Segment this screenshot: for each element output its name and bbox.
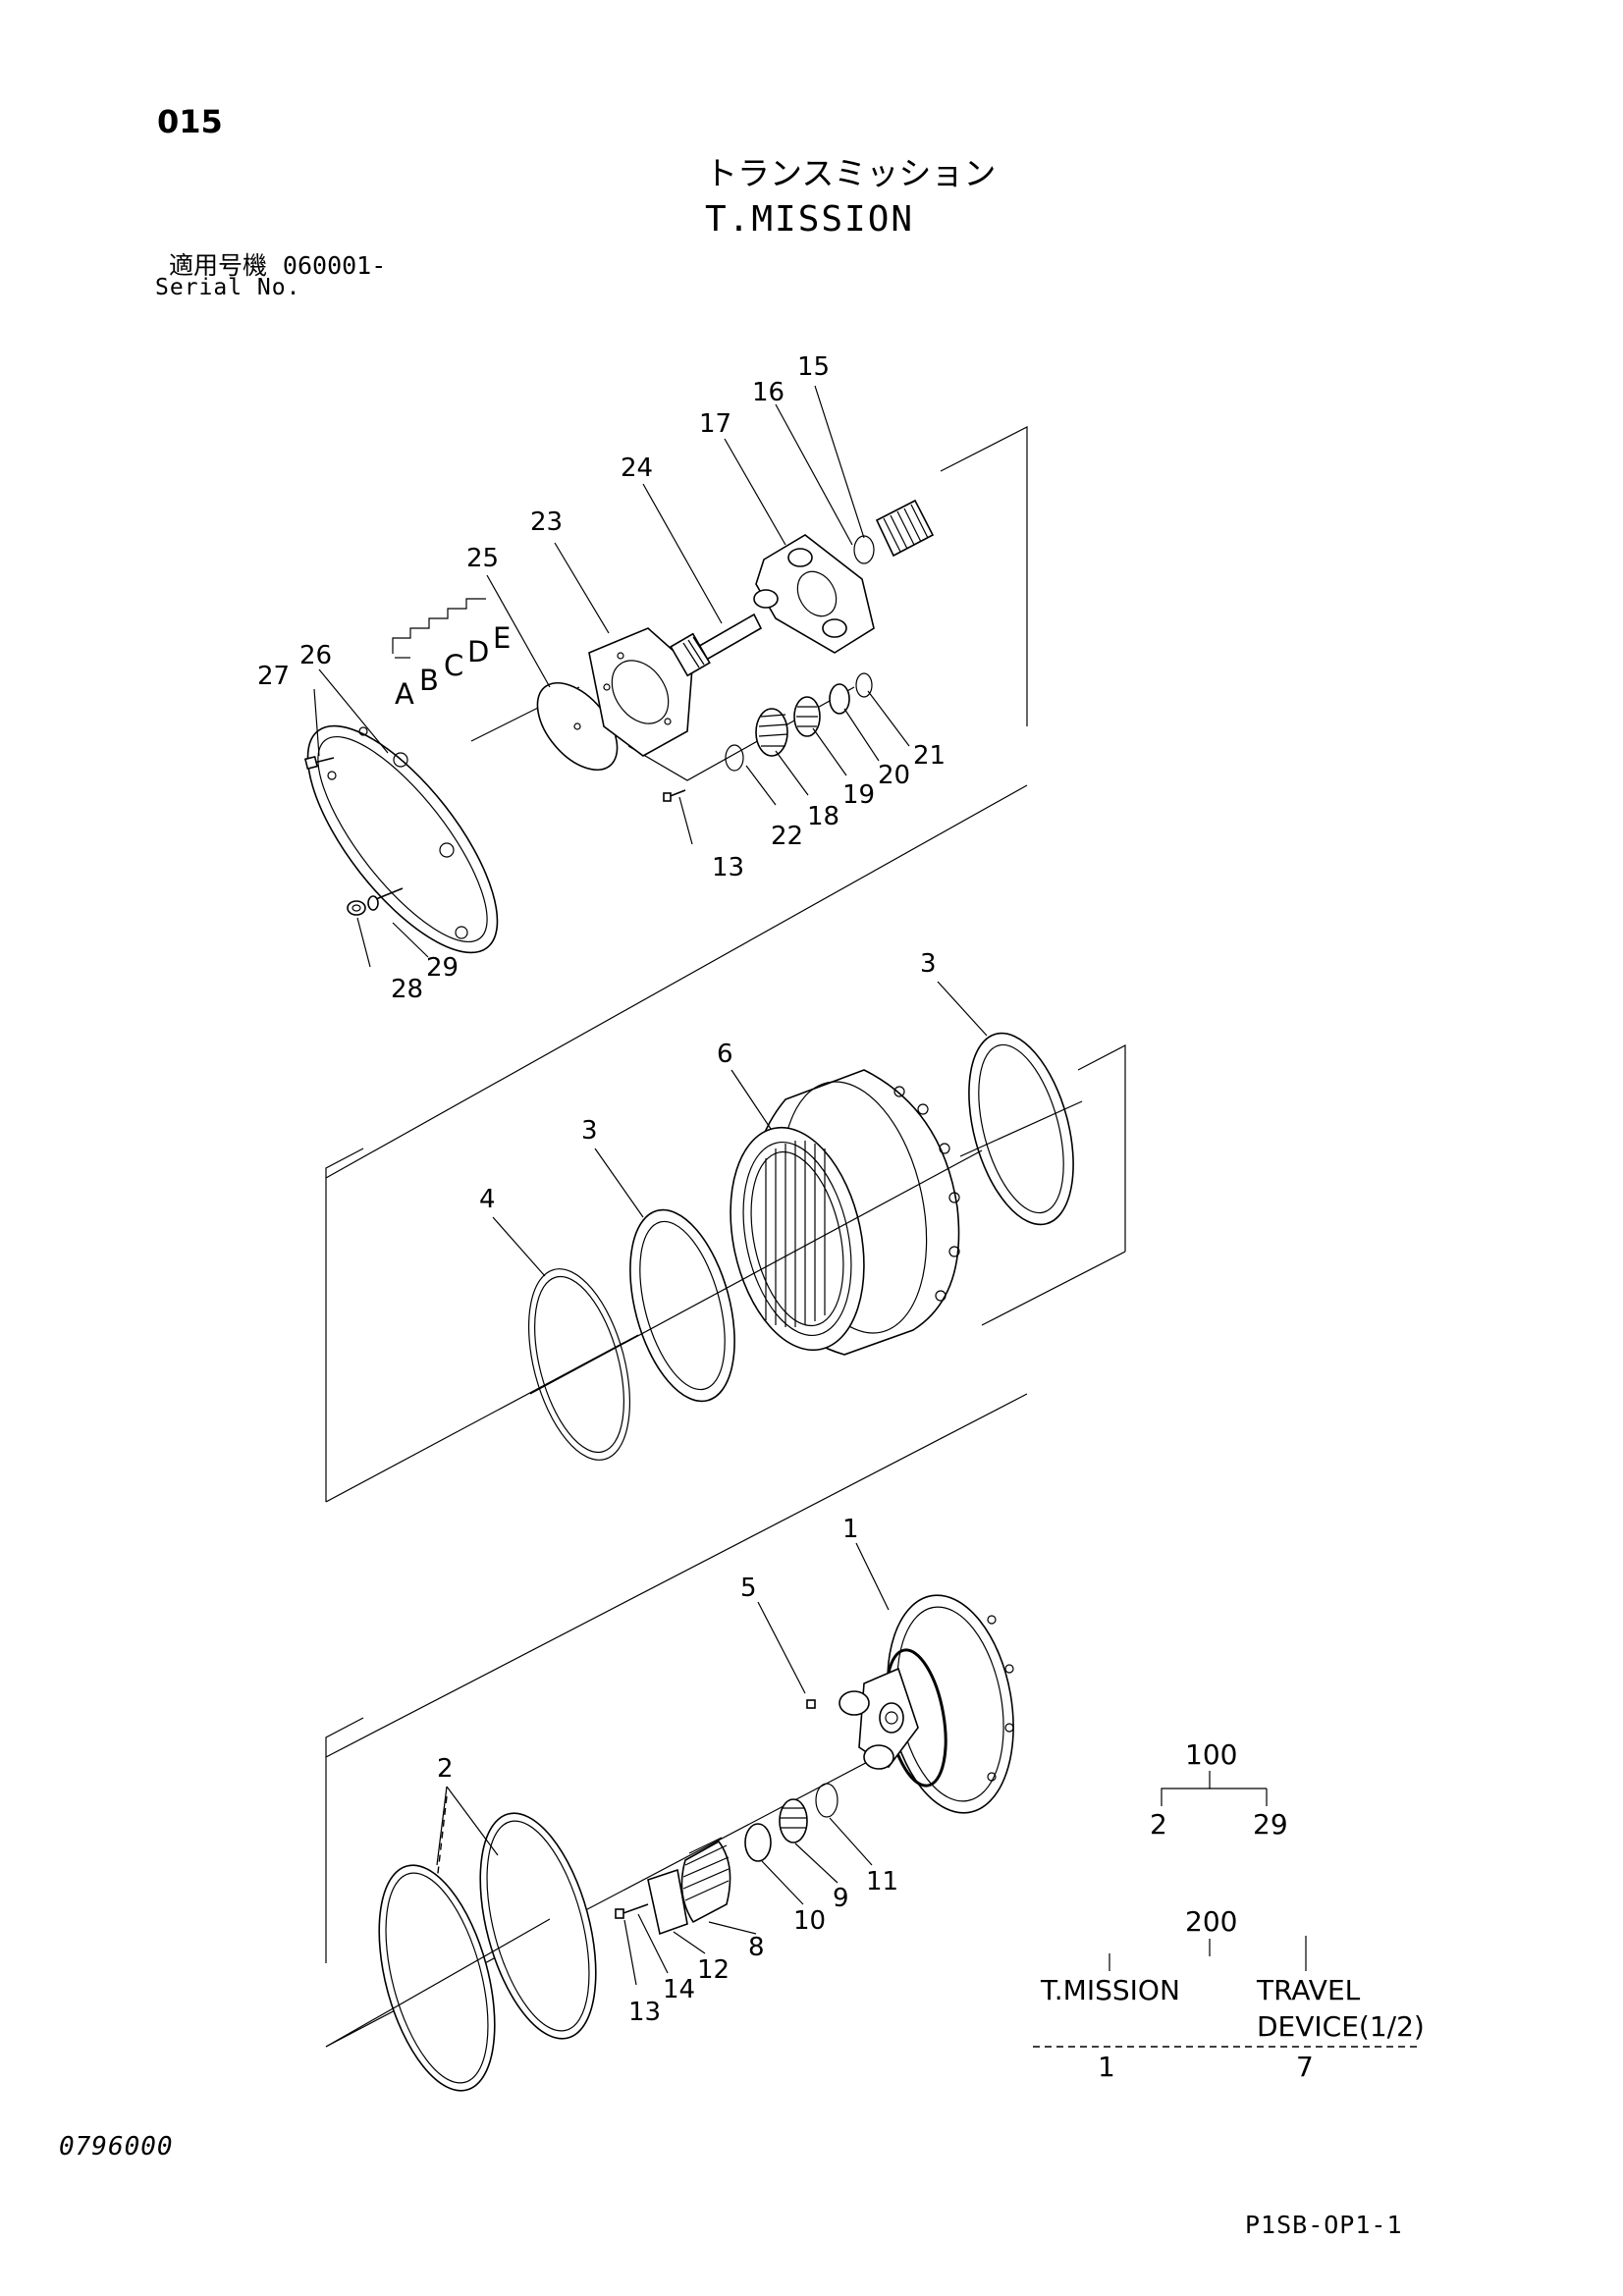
part-15-drive-gear bbox=[875, 499, 935, 558]
callout-14: 14 bbox=[663, 1975, 695, 2004]
callout-5: 5 bbox=[740, 1574, 757, 1603]
group-200-qty-right: 7 bbox=[1296, 2051, 1314, 2083]
part-1-spindle-hub bbox=[839, 1594, 1014, 1814]
title-japanese: トランスミッション bbox=[705, 154, 997, 192]
title-english: T.MISSION bbox=[705, 199, 915, 240]
callout-E: E bbox=[493, 621, 511, 655]
group-100-from: 2 bbox=[1150, 1808, 1167, 1841]
callout-D: D bbox=[467, 635, 489, 668]
callout-3-left: 3 bbox=[581, 1116, 598, 1146]
callout-13-top: 13 bbox=[712, 853, 744, 882]
part-28-29-washers bbox=[347, 887, 404, 916]
callout-17: 17 bbox=[699, 409, 731, 439]
middle-group-drawing: 3 6 3 4 bbox=[325, 949, 1126, 1758]
callout-C: C bbox=[444, 649, 463, 682]
part-27-bolt bbox=[303, 755, 335, 771]
part-4-snap-ring bbox=[527, 1268, 631, 1461]
part-23-carrier-plate bbox=[588, 627, 693, 757]
serial-label-jp: 適用号機 bbox=[169, 251, 268, 280]
part-24-sun-shaft bbox=[670, 613, 763, 677]
callout-29: 29 bbox=[426, 953, 459, 983]
part-11-thrust-ring bbox=[815, 1783, 839, 1818]
callout-16: 16 bbox=[752, 378, 784, 407]
callout-27: 27 bbox=[257, 662, 290, 691]
callout-20: 20 bbox=[878, 761, 910, 790]
group-200-name-right-line1: TRAVEL bbox=[1256, 1974, 1361, 2006]
callout-28: 28 bbox=[391, 975, 423, 1004]
callout-4: 4 bbox=[479, 1185, 496, 1214]
callout-2: 2 bbox=[437, 1754, 454, 1784]
top-group-drawing: 15 16 17 24 23 25 26 27 A B C D E 13 22 … bbox=[257, 352, 1028, 1179]
callout-B: B bbox=[419, 664, 439, 697]
part-13-screw-top bbox=[663, 789, 686, 802]
part-12-thrust-plate bbox=[647, 1868, 688, 1936]
part-3-bearing-right bbox=[959, 1032, 1083, 1226]
callout-11: 11 bbox=[866, 1867, 898, 1896]
callout-3-right: 3 bbox=[920, 949, 937, 979]
callout-13-bottom: 13 bbox=[628, 1998, 661, 2027]
callout-19: 19 bbox=[842, 780, 875, 810]
part-8-planet-gear bbox=[680, 1837, 731, 1924]
group-100-label: 100 bbox=[1185, 1738, 1237, 1771]
part-5-plug bbox=[806, 1699, 816, 1709]
part-2-floating-seals bbox=[378, 1812, 597, 2092]
document-number: 0796000 bbox=[59, 2132, 174, 2162]
serial-label-english: Serial No. bbox=[155, 275, 301, 300]
callout-A: A bbox=[395, 677, 414, 711]
part-17-planet-carrier bbox=[753, 534, 875, 654]
callout-23: 23 bbox=[530, 507, 563, 537]
page-number: 015 bbox=[157, 103, 223, 140]
assembly-relation-table: 100 2 29 200 T.MISSION TRAVEL DEVICE(1/2… bbox=[1033, 1738, 1425, 2083]
group-200-qty-left: 1 bbox=[1098, 2051, 1115, 2083]
callout-25: 25 bbox=[466, 544, 499, 573]
callout-10: 10 bbox=[793, 1906, 826, 1936]
part-21-thrust-washer bbox=[855, 672, 873, 698]
group-200-name-right-line2: DEVICE(1/2) bbox=[1257, 2010, 1425, 2043]
callout-8: 8 bbox=[748, 1933, 765, 1962]
callout-12: 12 bbox=[697, 1955, 730, 1985]
group-200-label: 200 bbox=[1185, 1905, 1237, 1938]
callout-9: 9 bbox=[833, 1884, 849, 1913]
group-200-name-left: T.MISSION bbox=[1040, 1974, 1180, 2006]
serial-label-japanese: 適用号機 060001- bbox=[169, 253, 386, 278]
part-16-snap-ring bbox=[853, 535, 875, 564]
callout-26: 26 bbox=[299, 641, 332, 670]
callout-21: 21 bbox=[913, 741, 946, 771]
part-20-spacer bbox=[829, 683, 850, 715]
callout-18: 18 bbox=[807, 802, 839, 831]
callout-22: 22 bbox=[771, 822, 803, 851]
group-100-to: 29 bbox=[1253, 1808, 1288, 1841]
callout-6: 6 bbox=[717, 1040, 733, 1069]
callout-1: 1 bbox=[842, 1515, 859, 1544]
part-13-14-screws bbox=[615, 1903, 649, 1919]
part-26-cover-plate bbox=[306, 724, 499, 954]
callout-15: 15 bbox=[797, 352, 830, 382]
part-3-bearing-left bbox=[629, 1208, 735, 1403]
callout-24: 24 bbox=[621, 454, 653, 483]
part-9-needle-bearing bbox=[779, 1798, 808, 1843]
part-18-planet-gear bbox=[755, 708, 788, 757]
part-19-needle-bearing bbox=[793, 696, 821, 737]
part-10-spacer bbox=[744, 1823, 772, 1862]
reference-code: P1SB-OP1-1 bbox=[1245, 2211, 1403, 2239]
part-6-hub-housing bbox=[730, 1069, 960, 1356]
bottom-group-drawing: 1 5 2 11 9 10 8 12 14 13 bbox=[325, 1515, 1014, 2092]
part-22-thrust-washer bbox=[725, 744, 744, 772]
serial-value: 060001- bbox=[282, 251, 387, 280]
